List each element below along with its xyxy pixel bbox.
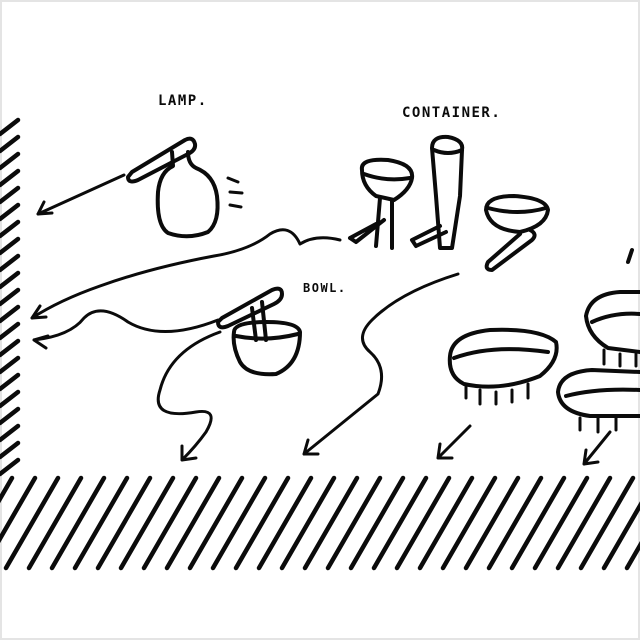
dish-arrow-2 bbox=[582, 430, 612, 466]
floor-hatch-stroke bbox=[394, 475, 452, 571]
container-object-3 bbox=[484, 194, 550, 272]
floor-hatch-stroke bbox=[95, 475, 153, 571]
wall-hatch-stroke bbox=[0, 151, 21, 171]
container-object-2 bbox=[410, 134, 465, 250]
bowl-to-floor-line bbox=[156, 330, 222, 462]
wall-hatch-stroke bbox=[0, 338, 21, 358]
lamp-arrow bbox=[36, 173, 126, 216]
dish-object-2 bbox=[584, 290, 640, 368]
floor-hatch-stroke bbox=[302, 475, 360, 571]
floor-hatch-stroke bbox=[417, 475, 475, 571]
dish-arrow-1 bbox=[436, 424, 472, 460]
floor-hatch-stroke bbox=[26, 475, 84, 571]
wall-hatch-stroke bbox=[0, 406, 21, 426]
container-object-1 bbox=[348, 157, 415, 250]
wall-hatch-stroke bbox=[0, 372, 21, 392]
floor-hatch-stroke bbox=[0, 475, 38, 544]
floor-hatch-stroke bbox=[279, 475, 337, 571]
wall-hatch-stroke bbox=[0, 185, 21, 205]
wall-hatch-stroke bbox=[0, 321, 21, 341]
container-to-floor-line bbox=[302, 272, 460, 456]
floor-hatch-stroke bbox=[463, 475, 521, 571]
floor-hatch-stroke bbox=[141, 475, 199, 571]
edge-object bbox=[626, 248, 634, 264]
floor-hatch-stroke bbox=[325, 475, 383, 571]
floor-hatch-stroke bbox=[210, 475, 268, 571]
floor-hatch-stroke bbox=[486, 475, 544, 571]
floor-hatch-stroke bbox=[118, 475, 176, 571]
wall-hatch-stroke bbox=[0, 304, 21, 324]
floor-hatch-stroke bbox=[72, 475, 130, 571]
wall-hatch-stroke bbox=[0, 389, 21, 409]
floor-hatch-stroke bbox=[532, 475, 590, 571]
dish-object-1 bbox=[447, 327, 559, 406]
dish-object-3 bbox=[556, 368, 640, 434]
bowl-to-wall-line bbox=[32, 309, 220, 350]
wall-hatch-stroke bbox=[0, 168, 21, 188]
floor-hatch-stroke bbox=[371, 475, 429, 571]
floor-hatch-stroke bbox=[509, 475, 567, 571]
floor-hatch-stroke bbox=[187, 475, 245, 571]
container-to-wall-line bbox=[30, 228, 342, 320]
wall-hatch-stroke bbox=[0, 236, 21, 256]
floor-hatch-stroke bbox=[601, 501, 640, 571]
lamp-object bbox=[126, 136, 244, 239]
wall-hatch-stroke bbox=[0, 253, 21, 273]
wall-hatching bbox=[0, 117, 21, 477]
wall-hatch-stroke bbox=[0, 219, 21, 239]
wall-hatch-stroke bbox=[0, 457, 21, 477]
floor-hatch-stroke bbox=[233, 475, 291, 571]
floor-hatch-stroke bbox=[164, 475, 222, 571]
floor-hatch-stroke bbox=[3, 475, 61, 571]
wall-hatch-stroke bbox=[0, 440, 21, 460]
floor-hatch-stroke bbox=[256, 475, 314, 571]
floor-hatch-stroke bbox=[0, 475, 15, 504]
wall-hatch-stroke bbox=[0, 202, 21, 222]
label-lamp: LAMP. bbox=[158, 93, 208, 109]
label-bowl: BOWL. bbox=[303, 281, 347, 295]
floor-hatch-stroke bbox=[624, 541, 640, 571]
wall-hatch-stroke bbox=[0, 355, 21, 375]
label-container: CONTAINER. bbox=[402, 105, 501, 121]
wall-hatch-stroke bbox=[0, 117, 21, 137]
floor-hatching bbox=[0, 475, 640, 571]
wall-hatch-stroke bbox=[0, 423, 21, 443]
wall-hatch-stroke bbox=[0, 134, 21, 154]
floor-hatch-stroke bbox=[440, 475, 498, 571]
floor-hatch-stroke bbox=[348, 475, 406, 571]
wall-hatch-stroke bbox=[0, 287, 21, 307]
wall-hatch-stroke bbox=[0, 270, 21, 290]
floor-hatch-stroke bbox=[555, 475, 613, 571]
bowl-object bbox=[216, 286, 302, 377]
floor-hatch-stroke bbox=[578, 475, 636, 571]
floor-hatch-stroke bbox=[49, 475, 107, 571]
